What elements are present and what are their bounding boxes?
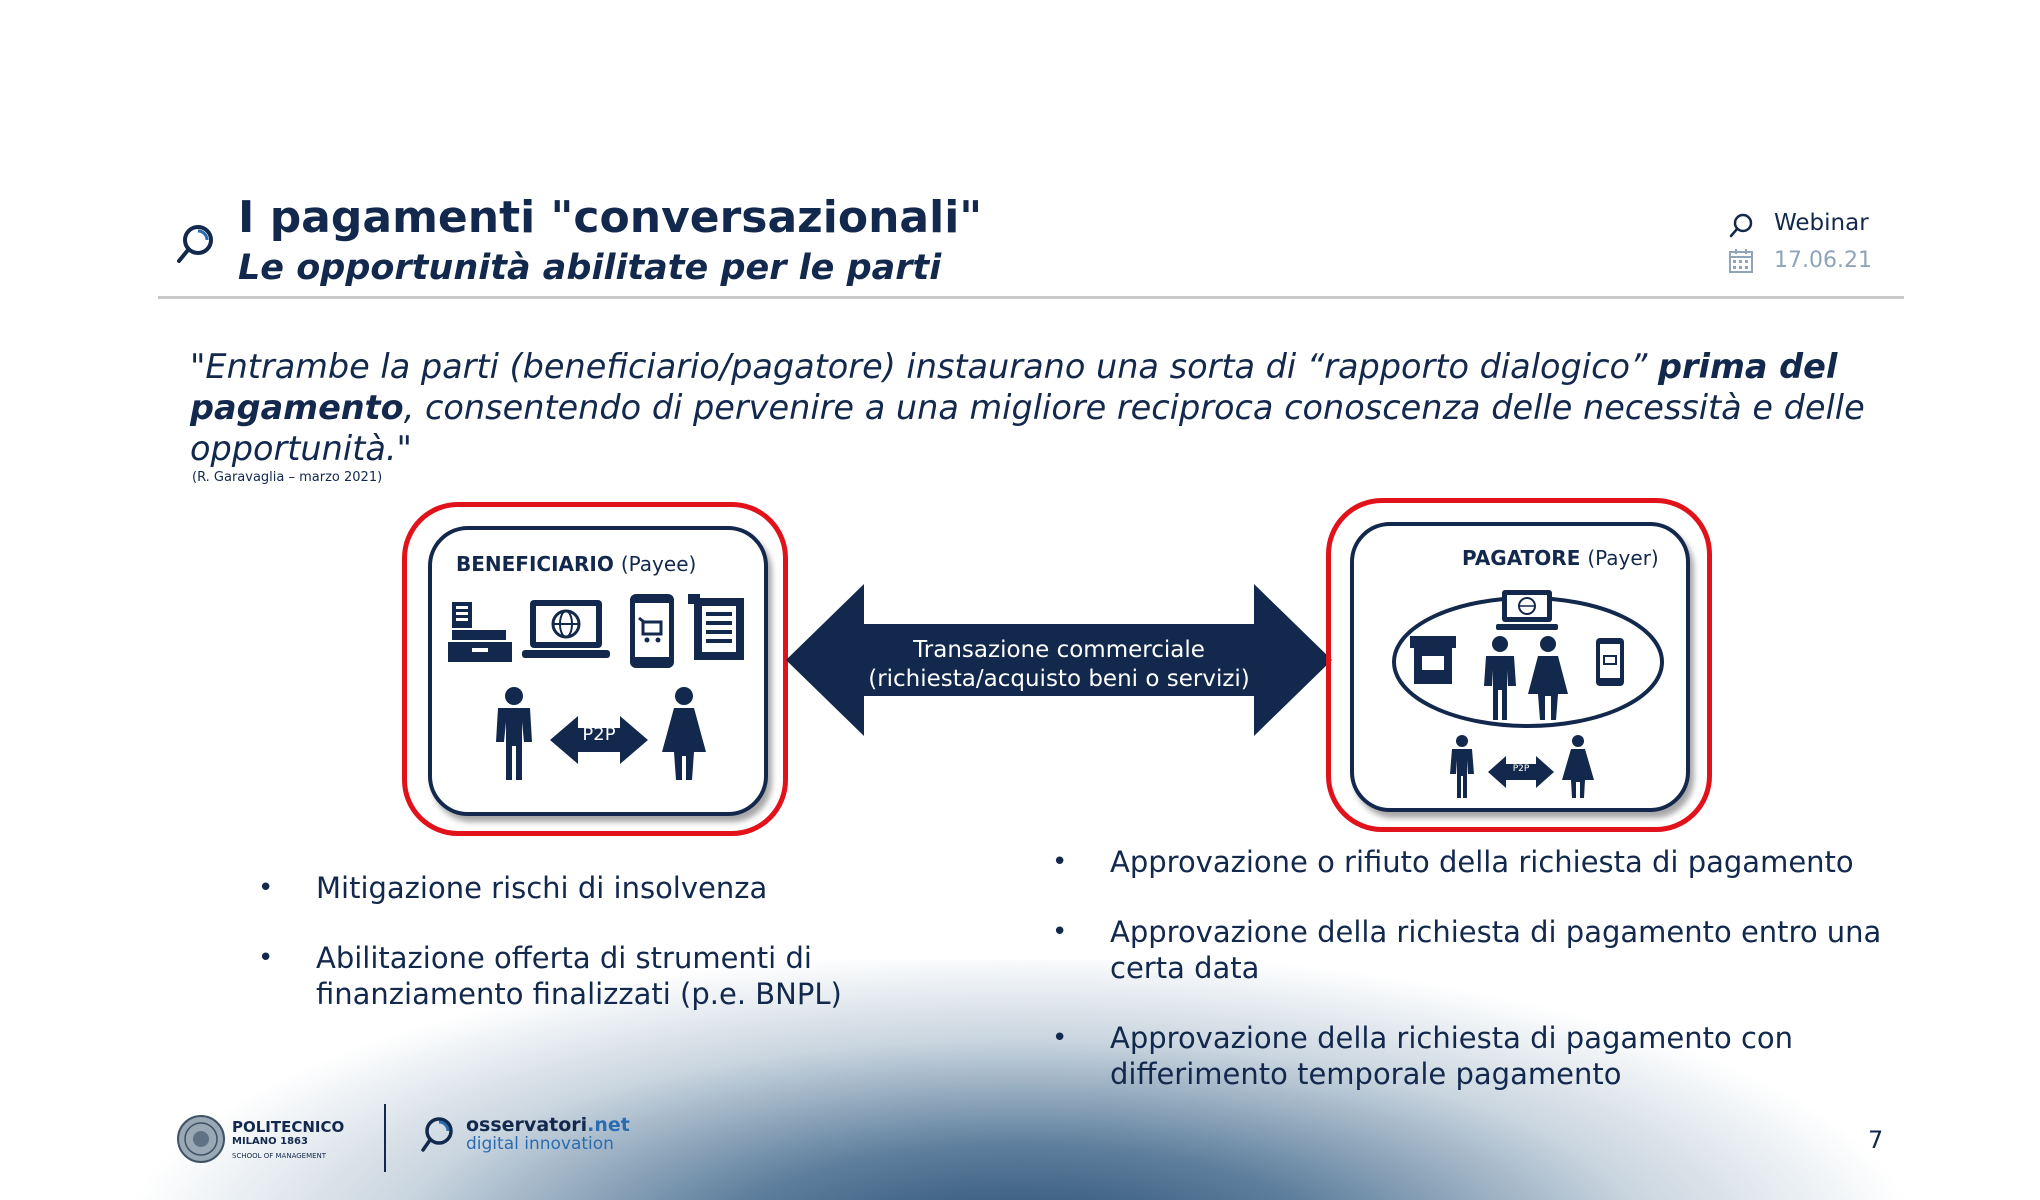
- event-date: 17.06.21: [1774, 248, 1872, 273]
- politecnico-school: SCHOOL OF MANAGEMENT: [232, 1152, 327, 1160]
- man-icon: [1450, 735, 1474, 798]
- man-icon: [496, 687, 532, 780]
- event-type-label: Webinar: [1774, 210, 1869, 236]
- payer-p2p-people: [1450, 735, 1594, 798]
- smartphone-cart-icon: [1596, 638, 1624, 686]
- payee-p2p-people: [496, 687, 706, 780]
- footer-divider: [384, 1104, 386, 1172]
- woman-icon: [1528, 636, 1568, 720]
- woman-icon: [662, 687, 706, 780]
- list-item: Mitigazione rischi di insolvenza: [258, 870, 918, 906]
- payer-context-ellipse: [1392, 590, 1664, 728]
- payee-title: BENEFICIARIO (Payee): [456, 552, 697, 576]
- magnifier-icon: [1729, 213, 1753, 238]
- smartphone-cart-icon: [630, 594, 674, 668]
- page-number: 7: [1868, 1126, 1884, 1154]
- magnifier-logo-icon: [177, 225, 213, 263]
- double-arrow-icon: [550, 716, 648, 764]
- list-item: Abilitazione offerta di strumenti di fin…: [258, 940, 918, 1012]
- payee-box: [428, 526, 768, 816]
- payer-title: PAGATORE (Payer): [1462, 546, 1659, 570]
- payee-benefits-list: Mitigazione rischi di insolvenza Abilita…: [258, 870, 918, 1046]
- header-divider: [158, 296, 1904, 299]
- osservatori-name: osservatori.net: [466, 1114, 630, 1136]
- osservatori-magnifier-icon: [421, 1117, 453, 1152]
- quote-bold-text: prima del pagamento: [190, 347, 1838, 427]
- politecnico-seal-icon: [177, 1115, 225, 1163]
- list-item: Approvazione o rifiuto della richiesta d…: [1052, 844, 1912, 880]
- page-title: I pagamenti "conversazionali": [238, 192, 983, 243]
- shop-icon: [1410, 636, 1456, 684]
- payer-highlight-frame: [1326, 498, 1712, 832]
- laptop-icon: [522, 600, 610, 658]
- page-subtitle: Le opportunità abilitate per le parti: [238, 248, 942, 288]
- list-item: Approvazione della richiesta di pagament…: [1052, 914, 1912, 986]
- politecnico-city: MILANO 1863: [232, 1136, 308, 1147]
- payer-p2p-label: P2P: [1512, 764, 1530, 774]
- quote-text: "Entrambe la parti (beneficiario/pagator…: [190, 347, 1865, 468]
- quote-source: (R. Garavaglia – marzo 2021): [192, 470, 383, 485]
- payer-benefits-list: Approvazione o rifiuto della richiesta d…: [1052, 844, 1912, 1126]
- transaction-double-arrow: [786, 584, 1332, 736]
- double-arrow-icon: [1488, 756, 1554, 788]
- payee-p2p-label: P2P: [582, 724, 616, 745]
- woman-icon: [1562, 735, 1594, 798]
- man-icon: [1484, 636, 1516, 720]
- laptop-icon: [1496, 590, 1558, 630]
- calendar-icon: [1729, 249, 1753, 273]
- list-item: Approvazione della richiesta di pagament…: [1052, 1020, 1912, 1092]
- receipt-icon: [688, 594, 744, 660]
- osservatori-tagline: digital innovation: [466, 1134, 614, 1154]
- politecnico-name: POLITECNICO: [232, 1118, 345, 1136]
- payee-devices-icons: [448, 594, 744, 668]
- payer-box: [1350, 522, 1690, 812]
- payee-highlight-frame: [402, 502, 788, 836]
- transaction-label: Transazione commerciale (richiesta/acqui…: [868, 637, 1250, 692]
- cash-register-icon: [448, 602, 512, 662]
